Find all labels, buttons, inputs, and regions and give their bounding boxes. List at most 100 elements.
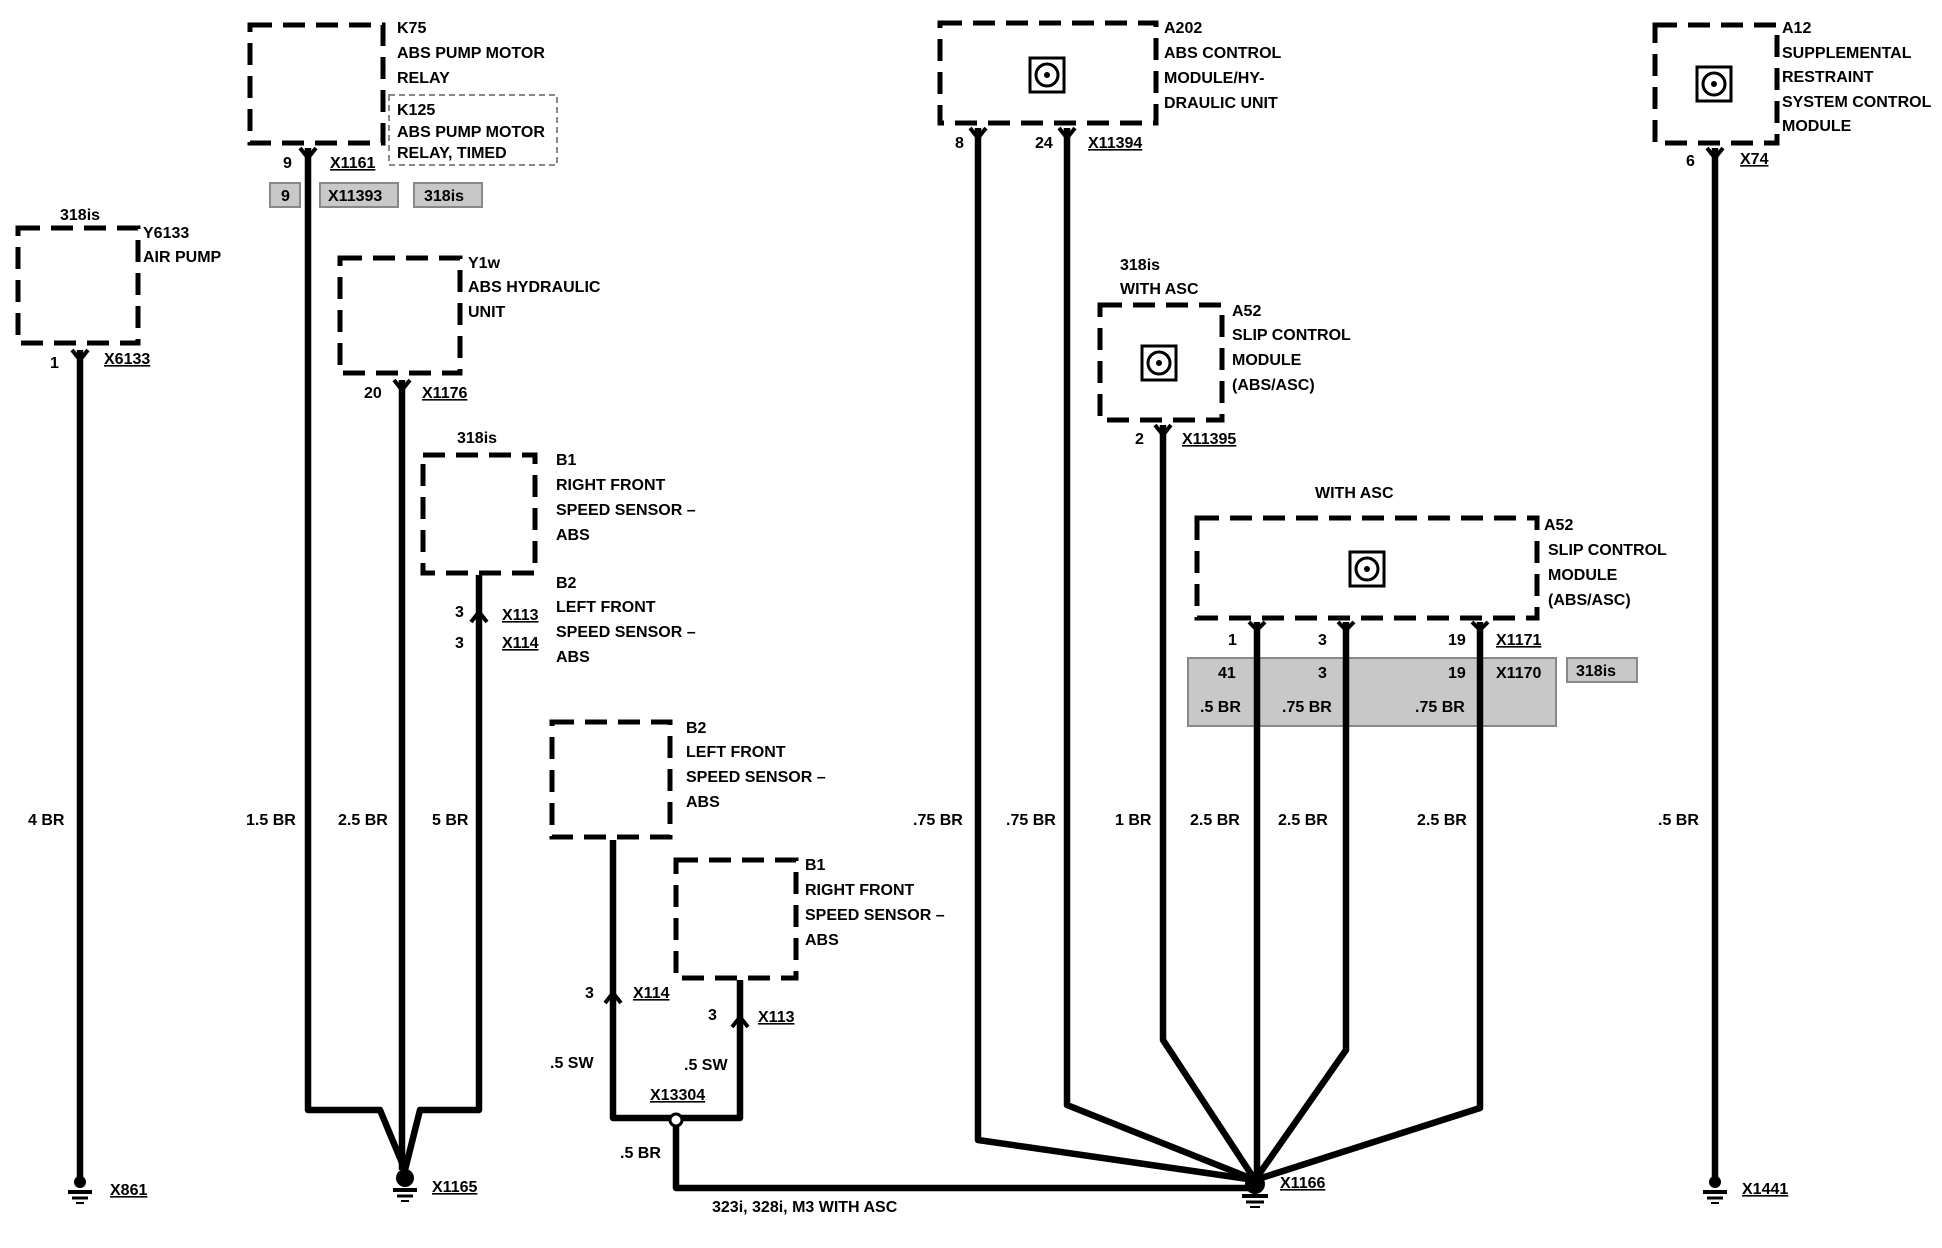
b2-low-id: B2 bbox=[686, 720, 707, 737]
a12-pin: 6 bbox=[1686, 153, 1695, 170]
k75-id: K75 bbox=[397, 20, 426, 37]
a52-mid-wire2-label: 2.5 BR bbox=[1278, 812, 1328, 829]
a12-box bbox=[1652, 22, 1780, 146]
b1-top-box bbox=[420, 452, 538, 576]
ground-x861-label: X861 bbox=[110, 1182, 147, 1199]
b2-top-name3: ABS bbox=[556, 649, 590, 666]
a52-top-name3: (ABS/ASC) bbox=[1232, 377, 1315, 394]
a52-mid-alt-wire2: .75 BR bbox=[1282, 699, 1332, 716]
a52-top-id: A52 bbox=[1232, 303, 1261, 320]
b1-low-wire-label: .5 SW bbox=[684, 1057, 728, 1074]
k125-pin-box bbox=[269, 182, 301, 208]
splice-x13304-note: 323i, 328i, M3 WITH ASC bbox=[712, 1199, 898, 1216]
a52-mid-alt-connector: X1170 bbox=[1496, 665, 1541, 682]
a12-module-icon bbox=[1695, 65, 1733, 103]
k75-connector: X1161 bbox=[330, 155, 375, 172]
k125-box bbox=[388, 94, 558, 166]
b-top-wire-label: 5 BR bbox=[432, 812, 469, 829]
y1w-box bbox=[337, 255, 463, 376]
a52-mid-alt-wire3: .75 BR bbox=[1415, 699, 1465, 716]
a52-mid-alt-pin2: 3 bbox=[1318, 665, 1327, 682]
y1w-abs-hydraulic-unit: Y1w ABS HYDRAULIC UNIT 20 X1176 2.5 BR bbox=[337, 255, 601, 1170]
b1-top-connector: X113 bbox=[502, 607, 539, 624]
b1-top-name3: ABS bbox=[556, 527, 590, 544]
a52-mid-wire2 bbox=[1252, 622, 1350, 1182]
ground-x1165-label: X1165 bbox=[432, 1179, 477, 1196]
a202-name1: ABS CONTROL bbox=[1164, 45, 1282, 62]
b2-low-name2: SPEED SENSOR – bbox=[686, 769, 826, 786]
a52-top-module-icon bbox=[1140, 344, 1178, 382]
a202-id: A202 bbox=[1164, 20, 1202, 37]
b2-top-name1: LEFT FRONT bbox=[556, 599, 656, 616]
b2-low-pin: 3 bbox=[585, 985, 594, 1002]
y6133-name: AIR PUMP bbox=[143, 249, 222, 266]
a52-top-name1: SLIP CONTROL bbox=[1232, 327, 1351, 344]
a202-name2: MODULE/HY- bbox=[1164, 70, 1264, 87]
k125-variant: 318is bbox=[424, 188, 464, 205]
y6133-pin: 1 bbox=[50, 355, 59, 372]
splice-x13304-wire-label: .5 BR bbox=[620, 1145, 661, 1162]
b1-top-name2: SPEED SENSOR – bbox=[556, 502, 696, 519]
b1-low-name2: SPEED SENSOR – bbox=[805, 907, 945, 924]
b1-low-box bbox=[673, 857, 799, 981]
a52-slip-control-module-mid: WITH ASC A52 SLIP CONTROL MODULE (ABS/AS… bbox=[1187, 485, 1667, 1184]
a12-name4: MODULE bbox=[1782, 118, 1852, 135]
k75-name2: RELAY bbox=[397, 70, 450, 87]
y1w-id: Y1w bbox=[468, 255, 501, 272]
a202-pin2: 24 bbox=[1035, 135, 1053, 152]
a52-mid-name2: MODULE bbox=[1548, 567, 1618, 584]
k125-variant-box bbox=[413, 182, 483, 208]
a52-mid-module-icon bbox=[1348, 550, 1386, 588]
a202-box bbox=[937, 20, 1159, 126]
b1-top-variant: 318is bbox=[457, 430, 497, 447]
y6133-id: Y6133 bbox=[143, 225, 189, 242]
k75-wire-label: 1.5 BR bbox=[246, 812, 296, 829]
a202-pin1: 8 bbox=[955, 135, 964, 152]
k75-box bbox=[247, 22, 386, 146]
ground-x1166-icon bbox=[1242, 1174, 1268, 1208]
ground-x861-icon bbox=[68, 1176, 92, 1204]
b2-top-id: B2 bbox=[556, 575, 577, 592]
a12-id: A12 bbox=[1782, 20, 1811, 37]
a202-wire1 bbox=[974, 128, 1256, 1184]
ground-x1165-icon bbox=[393, 1169, 417, 1202]
a52-mid-pin3: 19 bbox=[1448, 632, 1466, 649]
ground-x1166-label: X1166 bbox=[1280, 1175, 1325, 1192]
a52-mid-alt-block bbox=[1187, 657, 1557, 727]
b1-top-name1: RIGHT FRONT bbox=[556, 477, 666, 494]
b2-top-connector: X114 bbox=[502, 635, 539, 652]
b-top-wire bbox=[401, 575, 483, 1171]
y6133-wire-label: 4 BR bbox=[28, 812, 65, 829]
k125-conn-box bbox=[319, 182, 399, 208]
a52-mid-id: A52 bbox=[1544, 517, 1573, 534]
y1w-connector: X1176 bbox=[422, 385, 467, 402]
y1w-wire-label: 2.5 BR bbox=[338, 812, 388, 829]
k125-name1: ABS PUMP MOTOR bbox=[397, 124, 545, 141]
a52-top-box bbox=[1097, 302, 1225, 423]
a202-abs-control-module: A202 ABS CONTROL MODULE/HY- DRAULIC UNIT… bbox=[913, 20, 1282, 1184]
y6133-air-pump: 318is Y6133 AIR PUMP 1 X6133 4 BR X861 bbox=[15, 207, 222, 1204]
a52-mid-pin2: 3 bbox=[1318, 632, 1327, 649]
a12-name3: SYSTEM CONTROL bbox=[1782, 94, 1932, 111]
b1-top-pin: 3 bbox=[455, 604, 464, 621]
splice-x13304-icon bbox=[668, 1112, 684, 1128]
b2-left-front-speed-sensor-low: B2 LEFT FRONT SPEED SENSOR – ABS 3 X114 … bbox=[549, 719, 1255, 1192]
a52-top-wire bbox=[1159, 425, 1258, 1182]
a12-name2: RESTRAINT bbox=[1782, 69, 1874, 86]
splice-x13304-label: X13304 bbox=[650, 1087, 705, 1104]
a52-mid-variant: WITH ASC bbox=[1315, 485, 1394, 502]
b2-low-connector: X114 bbox=[633, 985, 670, 1002]
y1w-name2: UNIT bbox=[468, 304, 506, 321]
splice-x13304: X13304 .5 BR 323i, 328i, M3 WITH ASC bbox=[620, 1087, 898, 1216]
a52-mid-wire3-label: 2.5 BR bbox=[1417, 812, 1467, 829]
y6133-variant: 318is bbox=[60, 207, 100, 224]
b2-low-name1: LEFT FRONT bbox=[686, 744, 786, 761]
a52-slip-control-module-top: 318is WITH ASC A52 SLIP CONTROL MODULE (… bbox=[1097, 257, 1351, 1182]
a52-mid-connector: X1171 bbox=[1496, 632, 1541, 649]
a202-connector: X11394 bbox=[1088, 135, 1142, 152]
a52-mid-wire1-label: 2.5 BR bbox=[1190, 812, 1240, 829]
ground-x1441-icon bbox=[1703, 1176, 1727, 1204]
a52-mid-alt-variant-box bbox=[1566, 657, 1638, 683]
a52-top-connector: X11395 bbox=[1182, 431, 1236, 448]
